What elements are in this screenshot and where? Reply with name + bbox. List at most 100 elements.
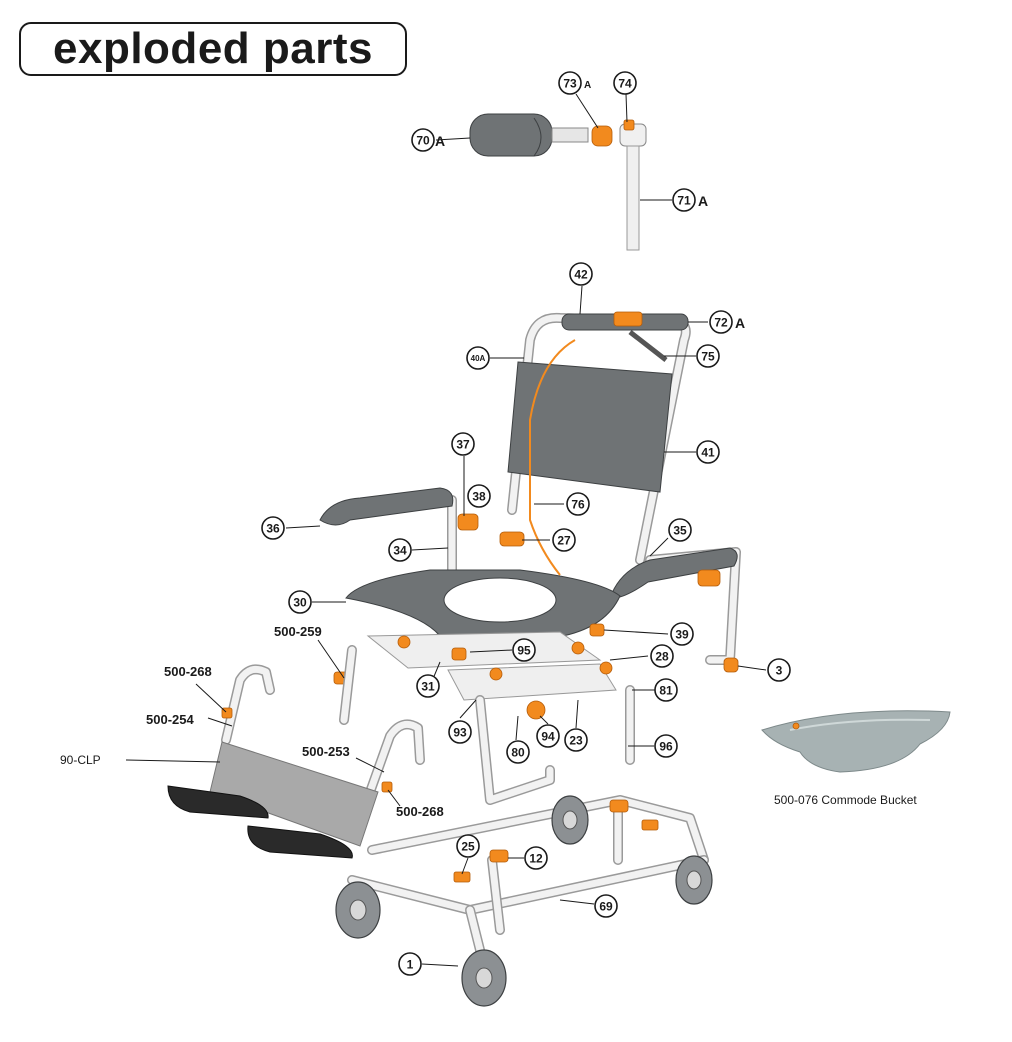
callout-75: 75 [696, 344, 720, 368]
callout-39: 39 [670, 622, 694, 646]
label-500-253: 500-253 [302, 744, 350, 759]
svg-text:A: A [435, 133, 445, 149]
commode-bucket-drawing [761, 710, 951, 773]
tilt-knob [526, 700, 546, 720]
svg-text:28: 28 [655, 650, 669, 664]
svg-text:37: 37 [456, 438, 470, 452]
callout-37: 37 [451, 432, 475, 456]
callout-94: 94 [536, 724, 560, 748]
callout-42: 42 [569, 262, 593, 286]
svg-text:38: 38 [472, 490, 486, 504]
svg-text:96: 96 [659, 740, 673, 754]
svg-text:81: 81 [659, 684, 673, 698]
svg-text:75: 75 [701, 350, 715, 364]
callout-25: 25 [456, 834, 480, 858]
svg-text:72: 72 [714, 316, 728, 330]
callout-96: 96 [654, 734, 678, 758]
backrest-assembly [507, 311, 691, 576]
callout-74: 74 [613, 71, 637, 95]
callout-35: 35 [668, 518, 692, 542]
callout-23: 23 [564, 728, 588, 752]
backrest-upholstery [507, 361, 673, 493]
svg-text:74: 74 [618, 77, 632, 91]
tilt-release-lever [613, 311, 643, 327]
base-frame [339, 645, 709, 955]
seat-opening [443, 577, 557, 623]
callout-36: 36 [261, 516, 285, 540]
svg-text:80: 80 [511, 746, 525, 760]
part-text-labels: 500-259 500-268 500-254 500-253 500-268 … [60, 624, 917, 819]
callout-12: 12 [524, 846, 548, 870]
callout-81: 81 [654, 678, 678, 702]
svg-text:A: A [584, 80, 591, 91]
headrest-bushing [591, 125, 613, 147]
base-socket [489, 849, 509, 863]
left-footplate [167, 785, 269, 819]
svg-text:23: 23 [569, 734, 583, 748]
svg-text:94: 94 [541, 730, 555, 744]
callout-80: 80 [506, 740, 530, 764]
title-box: exploded parts [19, 22, 407, 76]
castors [335, 795, 713, 1007]
seat-frame-plate-front [447, 663, 617, 701]
seat-pivot-knob [589, 623, 605, 637]
label-500-259: 500-259 [274, 624, 322, 639]
svg-text:A: A [698, 193, 708, 209]
label-500-268-bottom: 500-268 [396, 804, 444, 819]
callout-69: 69 [594, 894, 618, 918]
seat-assembly [333, 531, 621, 720]
callout-31: 31 [416, 674, 440, 698]
right-armrest-cap [723, 657, 739, 673]
armrests [319, 487, 741, 673]
callout-30: 30 [288, 590, 312, 614]
callout-93: 93 [448, 720, 472, 744]
callout-3: 3 [767, 658, 791, 682]
left-armrest-pad [319, 487, 454, 526]
svg-text:39: 39 [675, 628, 689, 642]
svg-text:3: 3 [776, 664, 783, 678]
calf-strap [209, 741, 379, 847]
callout-71: 71 A [672, 188, 708, 212]
svg-text:31: 31 [421, 680, 435, 694]
callout-70: 70 A [411, 128, 445, 152]
svg-text:73: 73 [563, 77, 577, 91]
svg-text:12: 12 [529, 852, 543, 866]
headrest-assembly [469, 113, 647, 251]
svg-text:30: 30 [293, 596, 307, 610]
right-footplate [247, 825, 353, 859]
callout-73: 73 A [558, 71, 591, 95]
svg-text:1: 1 [407, 958, 414, 972]
callout-28: 28 [650, 644, 674, 668]
svg-text:35: 35 [673, 524, 687, 538]
backrest-socket [499, 531, 525, 547]
svg-text:42: 42 [574, 268, 588, 282]
svg-text:69: 69 [599, 900, 613, 914]
callout-41: 41 [696, 440, 720, 464]
svg-text:76: 76 [571, 498, 585, 512]
page-title: exploded parts [53, 24, 373, 73]
callout-40a: 40A [466, 346, 490, 370]
svg-text:95: 95 [517, 644, 531, 658]
footrest-assembly [167, 664, 425, 859]
svg-text:40A: 40A [471, 354, 486, 363]
svg-text:A: A [735, 315, 745, 331]
svg-text:36: 36 [266, 522, 280, 536]
svg-text:34: 34 [393, 544, 407, 558]
callout-38: 38 [467, 484, 491, 508]
label-commode-bucket: 500-076 Commode Bucket [774, 793, 917, 807]
label-90-clp: 90-CLP [60, 753, 101, 767]
headrest-post [626, 145, 640, 251]
leader-lines [125, 93, 767, 967]
headrest-cushion [469, 113, 553, 157]
headrest-rod [551, 127, 589, 143]
callout-27: 27 [552, 528, 576, 552]
tilt-cable [529, 339, 576, 576]
tilt-release-trigger [628, 330, 668, 362]
svg-text:71: 71 [677, 194, 691, 208]
seat-frame-plate-rear [366, 631, 602, 669]
svg-text:70: 70 [416, 134, 430, 148]
callout-76: 76 [566, 492, 590, 516]
callout-72: 72 A [709, 310, 745, 334]
